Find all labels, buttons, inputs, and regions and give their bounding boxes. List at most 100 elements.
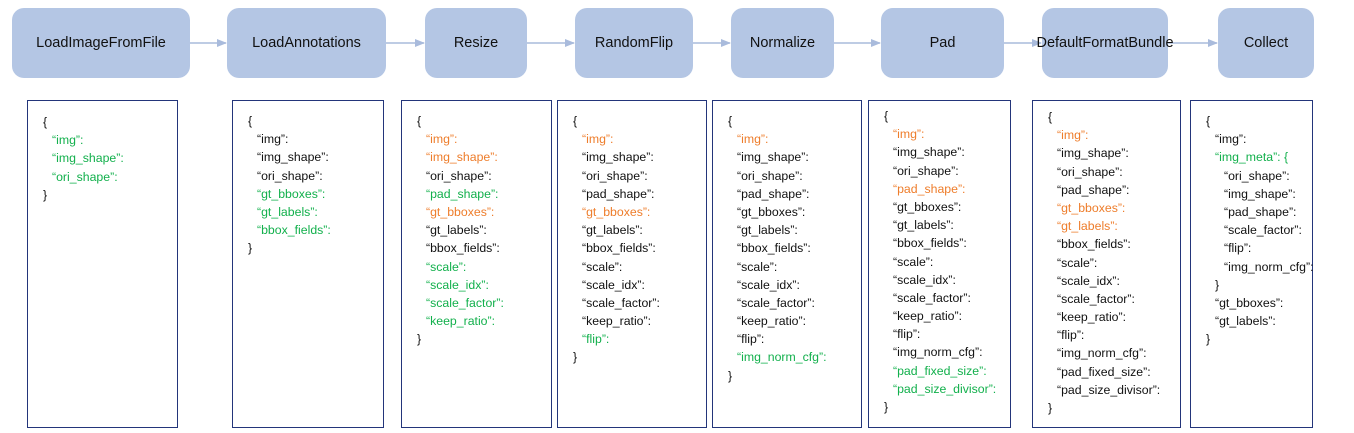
- dict-key-line: “img_shape”:: [1057, 146, 1129, 161]
- dict-key-line: “img_shape”:: [52, 151, 124, 166]
- stage-collect: Collect: [1218, 8, 1314, 78]
- dict-key-line: “bbox_fields”:: [893, 236, 967, 251]
- dict-key-line: “img_shape”:: [582, 150, 654, 165]
- dict-key-line: “scale_idx”:: [582, 277, 645, 292]
- dict-key-line: }: [1206, 332, 1211, 347]
- stage-loadimagefromfile: LoadImageFromFile: [12, 8, 190, 78]
- dict-key-line: }: [1048, 401, 1053, 415]
- dict-key-line: “gt_bboxes”:: [893, 199, 962, 214]
- dict-key-line: “scale_factor”:: [893, 290, 971, 305]
- dict-key-line: “pad_size_divisor”:: [1057, 382, 1161, 397]
- dict-key-line: “pad_size_divisor”:: [893, 381, 997, 396]
- dict-key-line: “keep_ratio”:: [737, 314, 807, 329]
- dict-key-line: “gt_labels”:: [893, 218, 954, 233]
- dict-key-line: “scale_idx”:: [426, 277, 489, 292]
- dict-key-line: “bbox_fields”:: [257, 223, 331, 238]
- result-dict-defaultformatbundle: {“img”:“img_shape”:“ori_shape”:“pad_shap…: [1032, 100, 1181, 428]
- dict-key-line: “img”:: [52, 133, 84, 148]
- dict-key-line: “pad_shape”:: [1224, 204, 1297, 219]
- result-dict-loadannotations: {“img”:“img_shape”:“ori_shape”:“gt_bboxe…: [232, 100, 384, 428]
- dict-key-line: “keep_ratio”:: [426, 314, 496, 329]
- dict-key-line: “ori_shape”:: [893, 163, 959, 178]
- dict-key-line: “pad_shape”:: [1057, 182, 1130, 197]
- stage-resize: Resize: [425, 8, 527, 78]
- dict-key-line: “img_meta”: {: [1215, 150, 1289, 165]
- result-dict-resize: {“img”:“img_shape”:“ori_shape”:“pad_shap…: [401, 100, 552, 428]
- dict-key-line: “ori_shape”:: [257, 168, 323, 183]
- dict-key-line: “scale”:: [426, 259, 467, 274]
- dict-key-line: “ori_shape”:: [1224, 168, 1290, 183]
- dict-key-line: “img”:: [737, 132, 769, 147]
- dict-key-line: “bbox_fields”:: [737, 241, 811, 256]
- dict-key-line: “bbox_fields”:: [426, 241, 500, 256]
- dict-key-line: “gt_labels”:: [582, 223, 643, 238]
- dict-key-line: “img”:: [582, 132, 614, 147]
- dict-key-line: “scale”:: [1057, 255, 1098, 270]
- dict-key-line: “bbox_fields”:: [1057, 237, 1131, 252]
- dict-key-line: {: [728, 114, 733, 128]
- dict-key-line: “flip”:: [1057, 328, 1085, 343]
- stage-label: Pad: [929, 34, 956, 51]
- dict-key-line: {: [43, 115, 48, 129]
- dict-key-line: “gt_bboxes”:: [582, 204, 651, 219]
- dict-key-line: “ori_shape”:: [1057, 164, 1123, 179]
- stage-label: DefaultFormat: [1036, 34, 1129, 51]
- dict-key-line: “keep_ratio”:: [582, 314, 652, 329]
- dict-key-line: “flip”:: [1224, 241, 1252, 256]
- dict-key-line: “ori_shape”:: [52, 169, 118, 184]
- dict-key-line: {: [417, 114, 422, 128]
- dict-key-line: “img_shape”:: [1224, 186, 1296, 201]
- stage-loadannotations: LoadAnnotations: [227, 8, 386, 78]
- dict-key-line: “pad_fixed_size”:: [893, 363, 987, 378]
- dict-key-line: “scale_idx”:: [737, 277, 800, 292]
- dict-key-line: “img”:: [893, 127, 925, 142]
- dict-key-line: “gt_bboxes”:: [426, 204, 495, 219]
- dict-key-line: “flip”:: [737, 332, 765, 347]
- stage-label: LoadImageFromFile: [36, 34, 166, 51]
- dict-key-line: “scale”:: [737, 259, 778, 274]
- dict-key-line: “img”:: [1215, 132, 1247, 147]
- dict-key-line: }: [43, 187, 48, 202]
- stage-normalize: Normalize: [731, 8, 834, 78]
- dict-key-line: “img”:: [257, 132, 289, 147]
- dict-key-line: “keep_ratio”:: [893, 309, 963, 324]
- dict-key-line: “flip”:: [893, 327, 921, 342]
- dict-key-line: “gt_labels”:: [257, 204, 318, 219]
- dict-key-line: {: [248, 114, 253, 128]
- stage-label: Resize: [453, 34, 499, 51]
- result-dict-pad: { “img”: “img_shape”: “ori_shape”: “pad_shap…: [868, 100, 1011, 428]
- dict-key-line: “gt_labels”:: [1057, 219, 1118, 234]
- dict-key-line: “gt_bboxes”:: [257, 186, 326, 201]
- dict-key-line: “keep_ratio”:: [1057, 310, 1127, 325]
- dict-key-line: {: [573, 114, 578, 128]
- dict-key-line: }: [573, 350, 578, 365]
- dict-key-line: “gt_labels”:: [1215, 314, 1276, 329]
- dict-key-line: “scale_factor”:: [582, 295, 660, 310]
- dict-key-line: “gt_labels”:: [426, 223, 487, 238]
- dict-key-line: “scale_idx”:: [1057, 273, 1120, 288]
- dict-key-line: “img_norm_cfg”:: [1224, 259, 1314, 274]
- dict-key-line: “pad_shape”:: [582, 186, 655, 201]
- dict-key-line: “img_shape”:: [893, 145, 965, 160]
- dict-key-line: “scale_factor”:: [737, 295, 815, 310]
- dict-key-line: “img”:: [426, 132, 458, 147]
- dict-key-line: “scale_factor”:: [426, 295, 504, 310]
- dict-key-line: “gt_bboxes”:: [737, 204, 806, 219]
- dict-key-line: {: [1206, 114, 1211, 128]
- result-dict-randomflip: { “img”: “img_shape”: “ori_shape”: “pad_shap…: [557, 100, 707, 428]
- dict-key-line: “scale_factor”:: [1224, 223, 1302, 238]
- stage-label: RandomFlip: [594, 34, 674, 51]
- dict-key-line: “ori_shape”:: [582, 168, 648, 183]
- dict-key-line: “pad_shape”:: [893, 181, 966, 196]
- dict-key-line: {: [884, 109, 889, 123]
- dict-key-line: }: [1215, 277, 1220, 292]
- dict-key-line: “img_shape”:: [737, 150, 809, 165]
- dict-key-line: }: [417, 332, 422, 347]
- dict-key-line: }: [884, 400, 889, 414]
- dict-key-line: “pad_shape”:: [737, 186, 810, 201]
- dict-key-line: “img_norm_cfg”:: [893, 345, 983, 360]
- dict-key-line: “ori_shape”:: [737, 168, 803, 183]
- dict-key-line: “gt_labels”:: [737, 223, 798, 238]
- result-dict-normalize: { “img”: “img_shape”: “ori_shape”: “pad_shap…: [712, 100, 862, 428]
- stage-label: LoadAnnotations: [252, 34, 361, 51]
